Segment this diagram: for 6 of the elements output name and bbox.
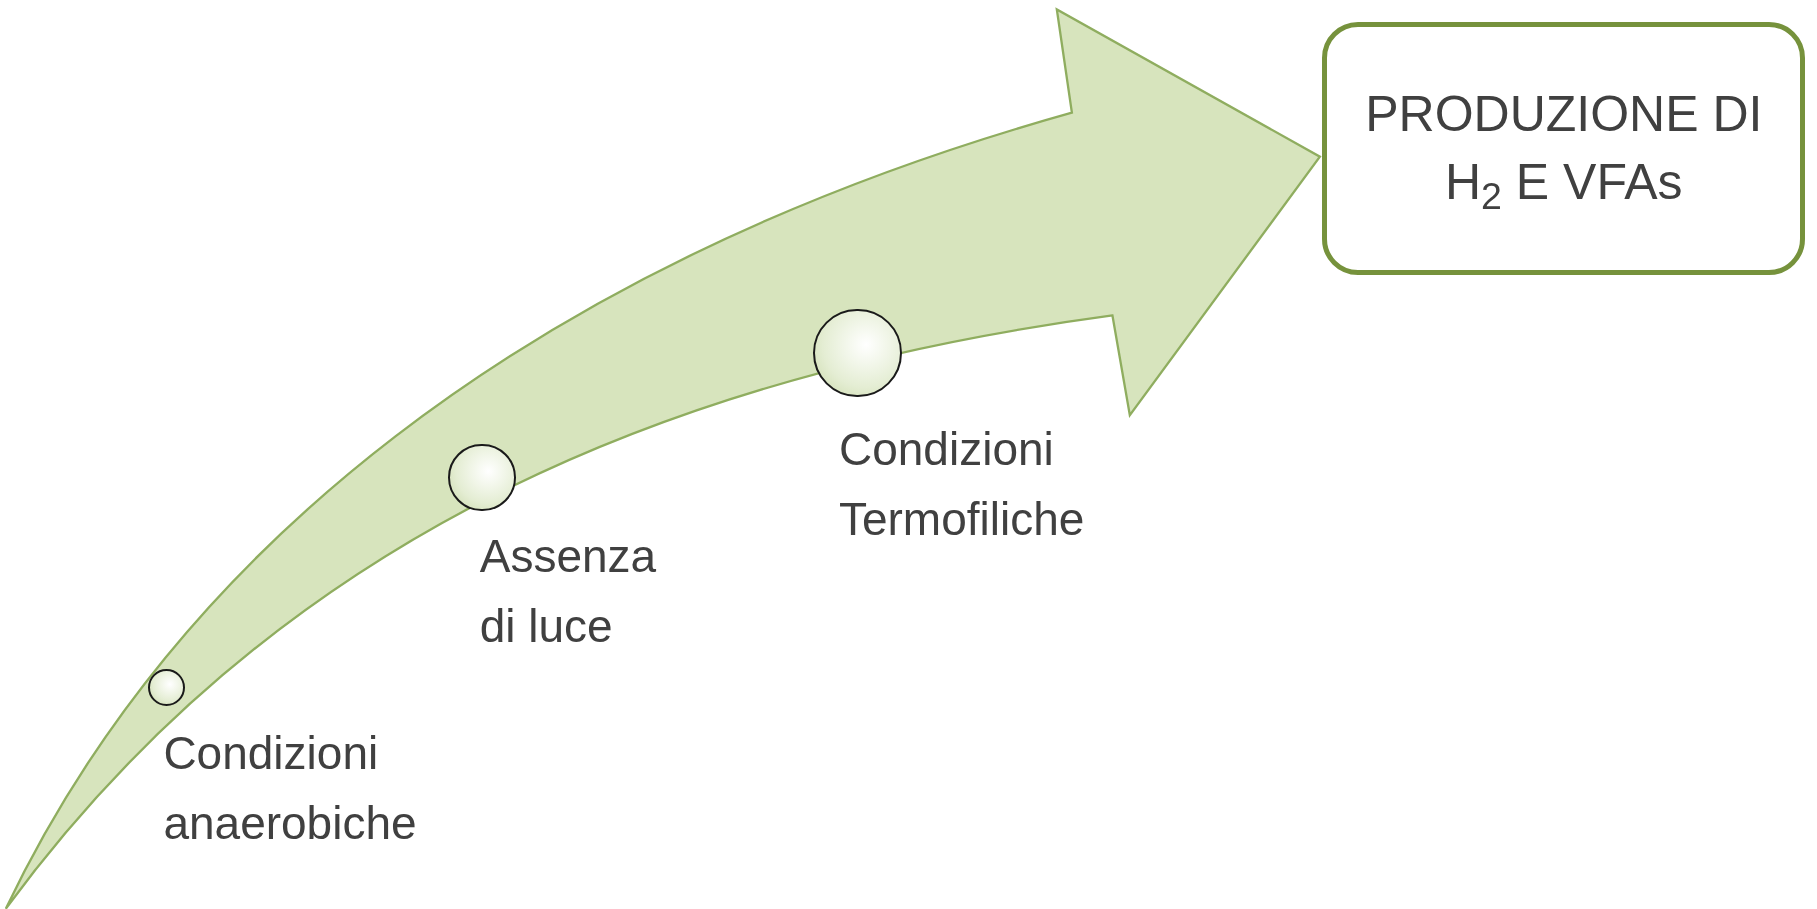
result-text: PRODUZIONE DI H$_{2}$ E VFAs <box>1364 85 1764 217</box>
result-box <box>1322 22 1806 275</box>
curved-arrow <box>4 8 1322 909</box>
step-label: Condizioni anaerobiche <box>163 726 418 852</box>
step-label: Condizioni Termofiliche <box>838 421 1086 547</box>
step-label: Assenza di luce <box>479 529 658 655</box>
